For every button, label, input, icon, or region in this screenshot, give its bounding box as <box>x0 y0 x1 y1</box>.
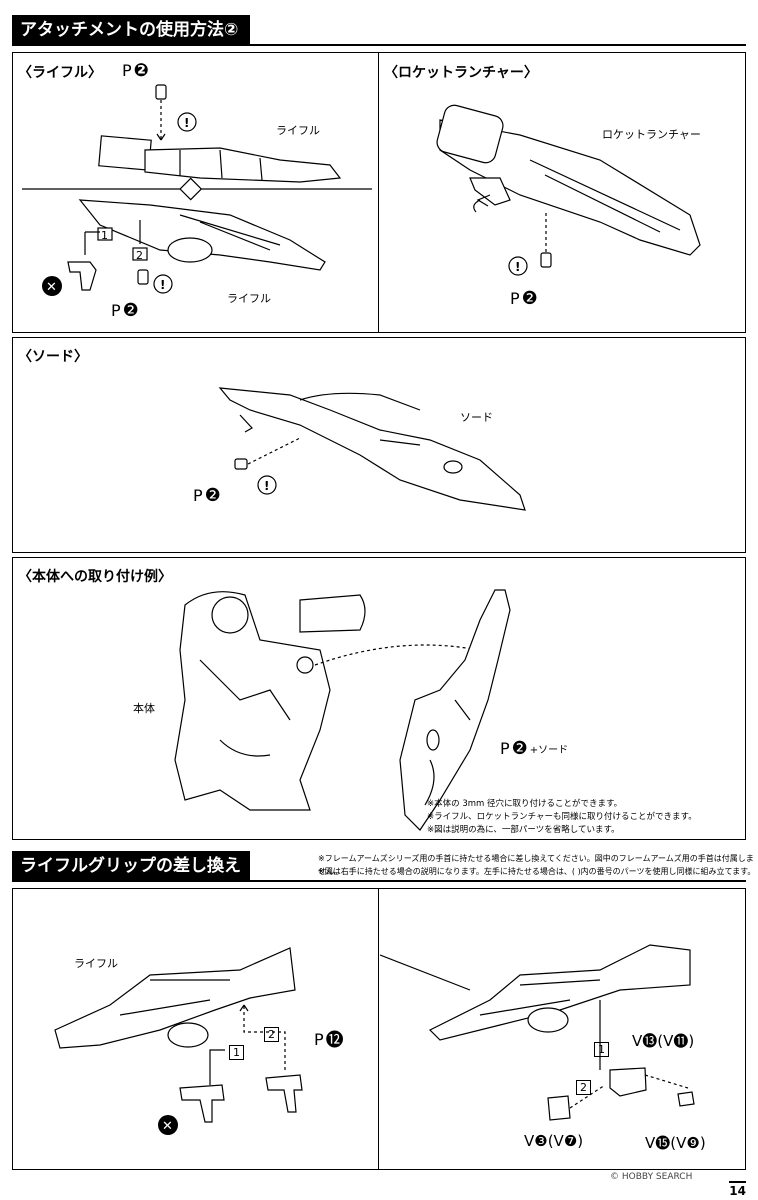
example-part-suffix: +ソード <box>529 745 569 756</box>
grip-header: ライフルグリップの差し換え <box>12 851 250 881</box>
rifle-bottom-drawing <box>67 199 326 291</box>
example-part-num: ❷ <box>511 738 528 759</box>
rifle-label-bottom: ライフル <box>227 292 271 305</box>
svg-text:!: ! <box>515 260 520 274</box>
mounted-sword-drawing <box>399 589 511 831</box>
example-title: 〈本体への取り付け例〉 <box>18 569 172 585</box>
rifle-part-bottom-num: ❷ <box>122 300 139 321</box>
example-panel <box>12 557 746 840</box>
sword-label: ソード <box>460 411 493 424</box>
rifle-label-top: ライフル <box>276 124 320 137</box>
rocket-label: ロケットランチャー <box>602 128 701 141</box>
svg-text:!: ! <box>264 479 269 493</box>
example-note-1: ※本体の 3mm 径穴に取り付けることができます。 <box>427 799 623 809</box>
grip-v13-label: V⓭(V⓫) <box>632 1032 695 1050</box>
body-figure-drawing <box>174 591 479 811</box>
svg-text:!: ! <box>160 278 165 292</box>
example-part-letter: P <box>500 739 510 758</box>
watermark: © HOBBY SEARCH <box>610 1172 693 1182</box>
rifle-part-top-num: ❷ <box>133 60 149 81</box>
grip-rule <box>12 880 746 882</box>
rocket-part-letter: P <box>510 289 520 308</box>
rocket-part: P ❷ <box>510 288 538 309</box>
example-note-3: ※図は説明の為に、一部パーツを省略しています。 <box>427 825 620 835</box>
sword-part: P ❷ <box>193 485 221 506</box>
grip-step-1: 1 <box>229 1045 244 1060</box>
grip-right-step-2: 2 <box>576 1080 591 1095</box>
header-rule <box>12 44 746 46</box>
grip-right-drawing <box>379 944 695 1121</box>
grip-part-p: P ⓬ <box>314 1026 344 1052</box>
rocket-title: 〈ロケットランチャー〉 <box>384 65 538 81</box>
rocket-part-num: ❷ <box>521 288 538 309</box>
sword-title: 〈ソード〉 <box>18 349 88 365</box>
grip-v3-label: V❸(V❼) <box>524 1132 584 1150</box>
grip-part-p-letter: P <box>314 1029 324 1049</box>
svg-text:!: ! <box>184 116 189 130</box>
grip-title: ライフルグリップの差し換え <box>20 856 241 876</box>
section-header: アタッチメントの使用方法② <box>12 15 250 45</box>
grip-v15-label: V⓯(V❾) <box>645 1134 706 1152</box>
sword-drawing <box>218 387 526 511</box>
sword-part-num: ❷ <box>204 485 221 506</box>
grip-left-drawing <box>54 947 303 1123</box>
rifle-title: 〈ライフル〉 <box>18 65 102 81</box>
grip-part-p-num: ⓬ <box>325 1030 344 1051</box>
grip-note-1: ※フレームアームズシリーズ用の手首に持たせる場合に差し換えてください。図中のフレ… <box>318 854 754 876</box>
rocket-panel <box>378 52 746 333</box>
grip-rifle-label: ライフル <box>74 957 118 970</box>
grip-right-step-1: 1 <box>594 1042 609 1057</box>
sword-part-letter: P <box>193 486 203 505</box>
rifle-step-2: 2 <box>136 249 143 262</box>
grip-note-2: ※図は右手に持たせる場合の説明になります。左手に持たせる場合は、( )内の番号の… <box>318 867 756 876</box>
page-number: 14 <box>729 1181 746 1198</box>
rifle-part-bottom-letter: P <box>111 301 121 320</box>
grip-right-panel <box>378 888 746 1170</box>
rifle-part-top-letter: P <box>122 61 132 80</box>
svg-text:✕: ✕ <box>46 280 57 295</box>
header-title: アタッチメントの使用方法② <box>20 20 239 40</box>
rifle-part-top: P ❷ <box>122 60 149 81</box>
rifle-top-drawing <box>98 84 342 183</box>
example-note-2: ※ライフル、ロケットランチャーも同様に取り付けることができます。 <box>427 812 697 822</box>
body-label: 本体 <box>133 702 155 715</box>
sword-panel <box>12 337 746 553</box>
example-part: P ❷ +ソード <box>500 738 568 759</box>
grip-step-2: 2 <box>264 1027 279 1042</box>
rocket-drawing <box>436 104 701 268</box>
svg-text:✕: ✕ <box>162 1119 173 1134</box>
rifle-step-1: 1 <box>101 229 108 242</box>
rifle-part-bottom: P ❷ <box>111 300 139 321</box>
